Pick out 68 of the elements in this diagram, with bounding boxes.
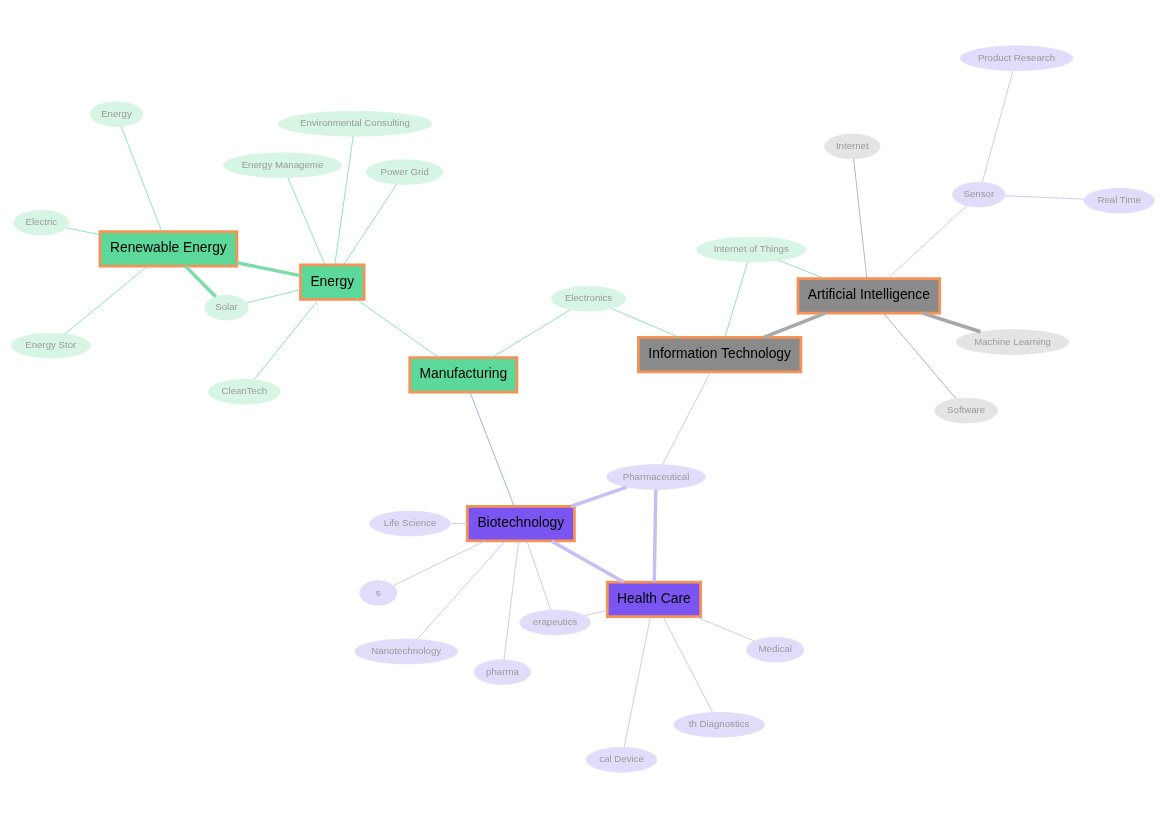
- node-ellipse: Machine Learning: [955, 329, 1070, 355]
- connector: [922, 311, 982, 334]
- connector: [343, 183, 398, 266]
- connector: [236, 261, 301, 278]
- node-ellipse: erapeutics: [519, 609, 591, 636]
- connector: [853, 158, 868, 279]
- node-ellipse: Software: [934, 397, 998, 424]
- connector: [887, 205, 968, 279]
- node-ellipse: Product Research: [959, 45, 1074, 71]
- node-box: Artificial Intelligence: [796, 277, 942, 315]
- connector: [393, 540, 486, 586]
- node-ellipse: Pharmaceutical: [606, 464, 706, 490]
- node-ellipse: Energy Stor: [10, 332, 91, 359]
- node-ellipse: Nanotechnology: [354, 638, 458, 665]
- connector: [1004, 195, 1085, 200]
- connector: [334, 135, 354, 265]
- connector: [65, 227, 101, 236]
- connector: [450, 523, 468, 524]
- node-ellipse: Electronics: [550, 285, 627, 312]
- node-box: Information Technology: [637, 335, 803, 374]
- connector: [246, 289, 301, 304]
- connector: [695, 616, 755, 642]
- connector: [469, 391, 515, 507]
- node-box: Renewable Energy: [98, 230, 239, 268]
- connector: [550, 539, 625, 584]
- node-ellipse: s: [359, 580, 398, 606]
- connector: [64, 265, 148, 335]
- connector: [611, 308, 680, 338]
- connector: [570, 485, 628, 508]
- node-ellipse: Environmental Consulting: [277, 110, 433, 137]
- node-ellipse: Energy: [89, 101, 144, 127]
- node-ellipse: Energy Manageme: [222, 152, 342, 178]
- connector: [623, 616, 651, 748]
- connector: [724, 261, 748, 338]
- node-ellipse: th Diagnostics: [673, 712, 765, 738]
- connector: [184, 264, 217, 298]
- connector: [416, 540, 506, 640]
- node-ellipse: CleanTech: [208, 379, 281, 405]
- connector: [356, 299, 440, 358]
- connector: [662, 371, 712, 465]
- connector: [652, 489, 658, 582]
- connector: [526, 540, 552, 611]
- connector: [503, 540, 520, 661]
- node-ellipse: pharma: [473, 659, 532, 685]
- node-box: Health Care: [605, 580, 702, 619]
- connector: [981, 70, 1014, 183]
- connector: [778, 260, 826, 279]
- node-ellipse: Medical: [746, 636, 805, 663]
- node-ellipse: cal Device: [585, 747, 658, 773]
- node-box: Biotechnology: [465, 504, 576, 543]
- node-ellipse: Life Science: [369, 510, 451, 537]
- node-ellipse: Sensor: [952, 181, 1006, 208]
- connector: [287, 177, 326, 266]
- node-ellipse: Power Grid: [365, 159, 444, 185]
- connector: [120, 126, 163, 232]
- connector: [662, 616, 714, 713]
- node-box: Energy: [299, 263, 366, 301]
- connector: [584, 609, 608, 616]
- connector: [883, 312, 957, 400]
- node-ellipse: Real Time: [1083, 187, 1155, 214]
- node-ellipse: Internet: [824, 133, 881, 160]
- node-ellipse: Internet of Things: [696, 236, 807, 263]
- node-ellipse: Electric: [13, 209, 70, 236]
- node-box: Manufacturing: [408, 356, 519, 394]
- node-ellipse: Solar: [204, 294, 249, 321]
- connector: [762, 311, 826, 339]
- connector: [491, 309, 571, 359]
- connector: [253, 299, 319, 381]
